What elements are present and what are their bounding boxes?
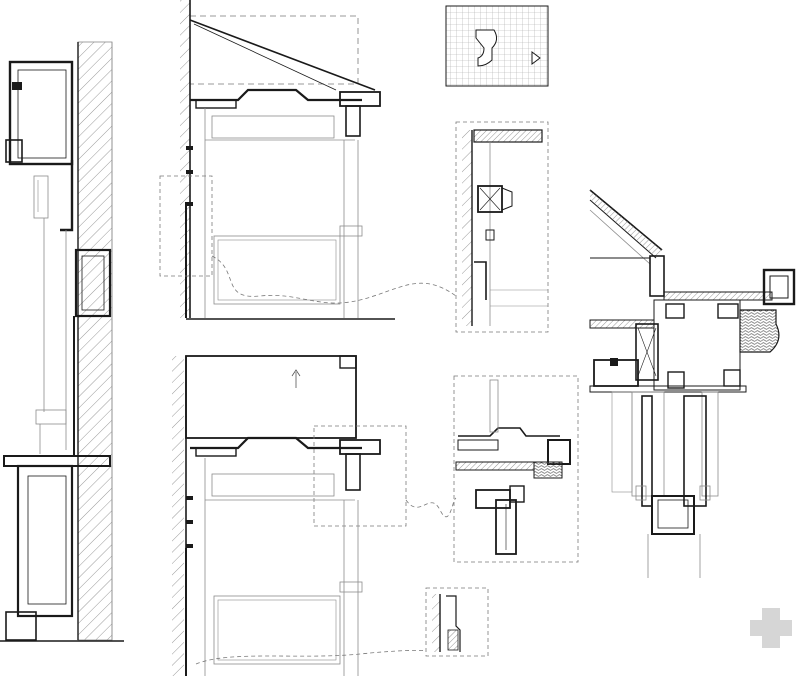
- lower-section-detail: [172, 355, 457, 676]
- enlarged-detail-small: [425, 587, 489, 657]
- enlarged-detail-upper: [455, 121, 549, 333]
- full-height-wall-section: [0, 41, 124, 642]
- upper-section-detail: [159, 0, 457, 320]
- plus-watermark-icon: [750, 608, 792, 648]
- grid-reference-inset: [445, 5, 549, 87]
- enlarged-detail-middle: [453, 375, 579, 563]
- large-eave-detail: [589, 189, 796, 578]
